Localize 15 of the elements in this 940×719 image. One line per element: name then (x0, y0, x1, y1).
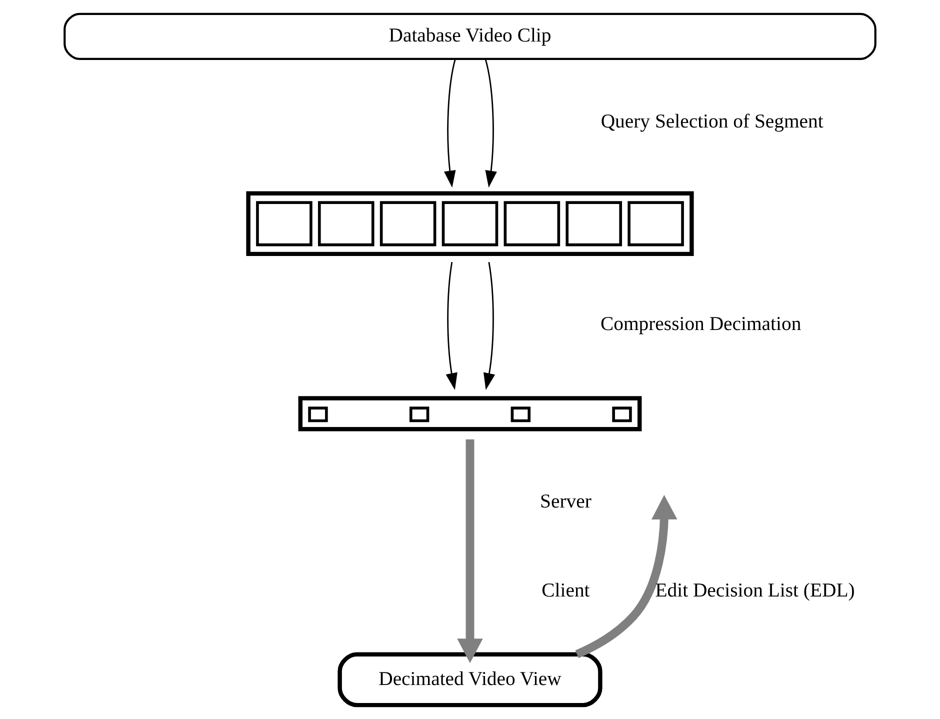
arrow (484, 58, 497, 188)
label: Compression Decimation (600, 313, 802, 336)
arrow (444, 58, 456, 188)
label: Server (540, 490, 592, 513)
arrow (457, 439, 483, 664)
arrow (483, 262, 496, 390)
node-box (246, 191, 694, 256)
node-box: Decimated Video View (338, 652, 602, 708)
node-box (298, 396, 642, 432)
node-box: Database Video Clip (64, 12, 876, 60)
arrow (446, 262, 458, 390)
label: Client (542, 579, 590, 602)
edge-label: Edit Decision List (EDL) (655, 579, 855, 602)
arrow (575, 494, 678, 658)
label: Query Selection of Segment (600, 110, 824, 133)
